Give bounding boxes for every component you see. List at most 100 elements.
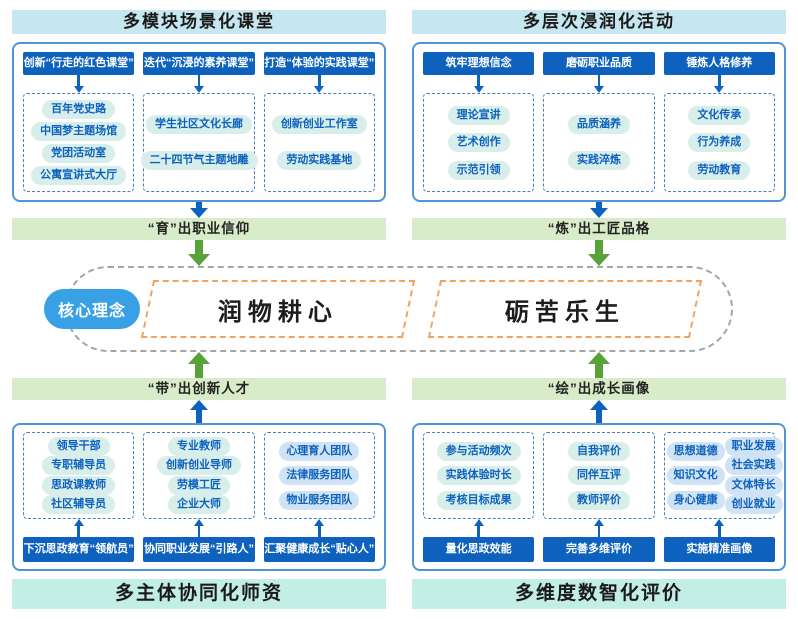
- classroom-box: 创新“行走的红色课堂” 百年党史路 中国梦主题场馆 党团活动室 公寓宣讲式大厅 …: [12, 42, 386, 202]
- pill-item: 二十四节气主题地雕: [140, 151, 258, 171]
- evaluation-col-multidim: 自我评价 同伴互评 教师评价 完善多维评价: [543, 432, 655, 562]
- pill-item: 领导干部: [47, 436, 110, 456]
- arrow-down-icon: [188, 240, 210, 266]
- pill-item: 劳动教育: [688, 160, 751, 180]
- concept-runwugengxin: 润物耕心: [140, 280, 416, 338]
- activity-col-quality: 磨砺职业品质 品质涵养 实践淬炼: [543, 52, 655, 192]
- activity-box: 筑牢理想信念 理论宣讲 艺术创作 示范引领 磨砺职业品质 品质涵养 实践淬炼: [412, 42, 786, 202]
- faculty-col-caring: 心理育人团队 法律服务团队 物业服务团队 汇聚健康成长“贴心人”: [263, 432, 375, 562]
- portrait-items: 思想道德 知识文化 身心健康 职业发展 社会实践 文体特长 创业就业: [663, 432, 783, 519]
- pill-item: 百年党史路: [42, 100, 116, 119]
- core-concept-badge: 核心理念: [44, 289, 141, 329]
- arrow-up-icon: [590, 400, 608, 423]
- arrow-down-icon: [473, 75, 484, 93]
- character-cultivation-items: 文化传承 行为养成 劳动教育: [663, 93, 775, 192]
- pill-item: 法律服务团队: [279, 466, 360, 485]
- core-capsule: 核心理念 润物耕心 砺苦乐生: [44, 266, 733, 352]
- pill-item: 中国梦主题场馆: [31, 122, 127, 141]
- footer-collaborative-faculty: 多主体协同化师资: [12, 579, 386, 609]
- activity-col-ideal: 筑牢理想信念 理论宣讲 艺术创作 示范引领: [423, 52, 535, 192]
- arrow-down-icon: [714, 75, 725, 93]
- result-bar-dai: “带”出创新人才: [12, 378, 386, 400]
- arrow-up-icon: [314, 519, 325, 537]
- role-bar-guide: 协同职业发展“引路人”: [143, 537, 255, 562]
- pill-item: 创业就业: [724, 495, 783, 515]
- header-multi-module-classroom: 多模块场景化课堂: [12, 10, 386, 34]
- pill-item: 文化传承: [688, 105, 751, 125]
- result-bar-lian: “炼”出工匠品格: [412, 218, 786, 240]
- evaluation-col-portrait: 思想道德 知识文化 身心健康 职业发展 社会实践 文体特长 创业就业 实施精准画…: [663, 432, 783, 562]
- pill-item: 实践淬炼: [567, 151, 630, 171]
- pill-item: 公寓宣讲式大厅: [31, 166, 127, 185]
- col-header-red-classroom: 创新“行走的红色课堂”: [23, 52, 135, 75]
- faculty-col-pilot: 领导干部 专职辅导员 思政课教师 社区辅导员 下沉思政教育“领航员”: [23, 432, 135, 562]
- evaluation-box: 参与活动频次 实践体验时长 考核目标成果 量化思政效能 自我评价 同伴互评 教师…: [412, 423, 786, 571]
- classroom-col-literacy: 迭代“沉浸的素养课堂” 学生社区文化长廊 二十四节气主题地雕: [140, 52, 258, 192]
- arrow-up-icon: [473, 519, 484, 537]
- pilot-members: 领导干部 专职辅导员 思政课教师 社区辅导员: [23, 432, 135, 519]
- pill-item: 劳模工匠: [167, 475, 230, 495]
- pill-item: 社区辅导员: [42, 495, 116, 515]
- classroom-col-red: 创新“行走的红色课堂” 百年党史路 中国梦主题场馆 党团活动室 公寓宣讲式大厅: [23, 52, 135, 192]
- pill-item: 示范引领: [447, 160, 510, 180]
- faculty-col-guide: 专业教师 创新创业导师 劳模工匠 企业大师 协同职业发展“引路人”: [143, 432, 255, 562]
- pill-item: 同伴互评: [567, 466, 630, 485]
- pill-item: 参与活动频次: [436, 441, 521, 461]
- arrow-down-icon: [590, 202, 608, 218]
- multidim-items: 自我评价 同伴互评 教师评价: [543, 432, 655, 519]
- caring-members: 心理育人团队 法律服务团队 物业服务团队: [263, 432, 375, 519]
- result-bar-hui: “绘”出成长画像: [412, 378, 786, 400]
- evaluation-col-quantify: 参与活动频次 实践体验时长 考核目标成果 量化思政效能: [423, 432, 535, 562]
- pill-item: 专职辅导员: [42, 456, 116, 476]
- pill-item: 自我评价: [567, 441, 630, 461]
- pill-item: 企业大师: [167, 495, 230, 515]
- pill-item: 知识文化: [666, 466, 725, 485]
- vocational-quality-items: 品质涵养 实践淬炼: [543, 93, 655, 192]
- pill-item: 党团活动室: [42, 144, 116, 163]
- col-header-ideal-belief: 筑牢理想信念: [423, 52, 535, 75]
- arrow-up-icon: [588, 352, 610, 378]
- arrow-down-icon: [593, 75, 604, 93]
- ideal-belief-items: 理论宣讲 艺术创作 示范引领: [423, 93, 535, 192]
- pill-item: 职业发展: [724, 436, 783, 456]
- guide-members: 专业教师 创新创业导师 劳模工匠 企业大师: [143, 432, 255, 519]
- pill-item: 专业教师: [167, 436, 230, 456]
- role-bar-pilot: 下沉思政教育“领航员”: [23, 537, 135, 562]
- result-bar-yu: “育”出职业信仰: [12, 218, 386, 240]
- pill-item: 创新创业工作室: [271, 114, 367, 134]
- concept-likulesheng: 砺苦乐生: [427, 280, 703, 338]
- arrow-down-icon: [588, 240, 610, 266]
- arrow-up-icon: [190, 400, 208, 423]
- arrow-down-icon: [73, 75, 84, 93]
- faculty-box: 领导干部 专职辅导员 思政课教师 社区辅导员 下沉思政教育“领航员” 专业教师 …: [12, 423, 386, 571]
- col-header-character-cultivation: 锤炼人格修养: [663, 52, 775, 75]
- arrow-up-icon: [193, 519, 204, 537]
- pill-item: 身心健康: [666, 490, 725, 510]
- role-bar-multidim: 完善多维评价: [543, 537, 655, 562]
- footer-digital-evaluation: 多维度数智化评价: [412, 579, 786, 609]
- portrait-items-right: 职业发展 社会实践 文体特长 创业就业: [724, 436, 783, 515]
- pill-item: 学生社区文化长廊: [146, 114, 252, 134]
- pill-item: 实践体验时长: [436, 466, 521, 485]
- pill-item: 品质涵养: [567, 114, 630, 134]
- portrait-items-left: 思想道德 知识文化 身心健康: [666, 436, 725, 515]
- role-bar-caring: 汇聚健康成长“贴心人”: [263, 537, 375, 562]
- pill-item: 理论宣讲: [447, 105, 510, 125]
- practice-classroom-items: 创新创业工作室 劳动实践基地: [263, 93, 375, 192]
- col-header-vocational-quality: 磨砺职业品质: [543, 52, 655, 75]
- pill-item: 艺术创作: [447, 133, 510, 152]
- pill-item: 思政课教师: [42, 475, 116, 495]
- role-bar-portrait: 实施精准画像: [663, 537, 775, 562]
- red-classroom-items: 百年党史路 中国梦主题场馆 党团活动室 公寓宣讲式大厅: [23, 93, 135, 192]
- pill-item: 行为养成: [688, 133, 751, 152]
- literacy-classroom-items: 学生社区文化长廊 二十四节气主题地雕: [140, 93, 258, 192]
- pill-item: 物业服务团队: [279, 490, 360, 510]
- arrow-up-icon: [593, 519, 604, 537]
- header-multi-level-activity: 多层次浸润化活动: [412, 10, 786, 34]
- col-header-practice-classroom: 打造“体验的实践课堂”: [263, 52, 375, 75]
- pill-item: 考核目标成果: [436, 490, 521, 510]
- arrow-up-icon: [188, 352, 210, 378]
- quantify-items: 参与活动频次 实践体验时长 考核目标成果: [423, 432, 535, 519]
- pill-item: 文体特长: [724, 475, 783, 495]
